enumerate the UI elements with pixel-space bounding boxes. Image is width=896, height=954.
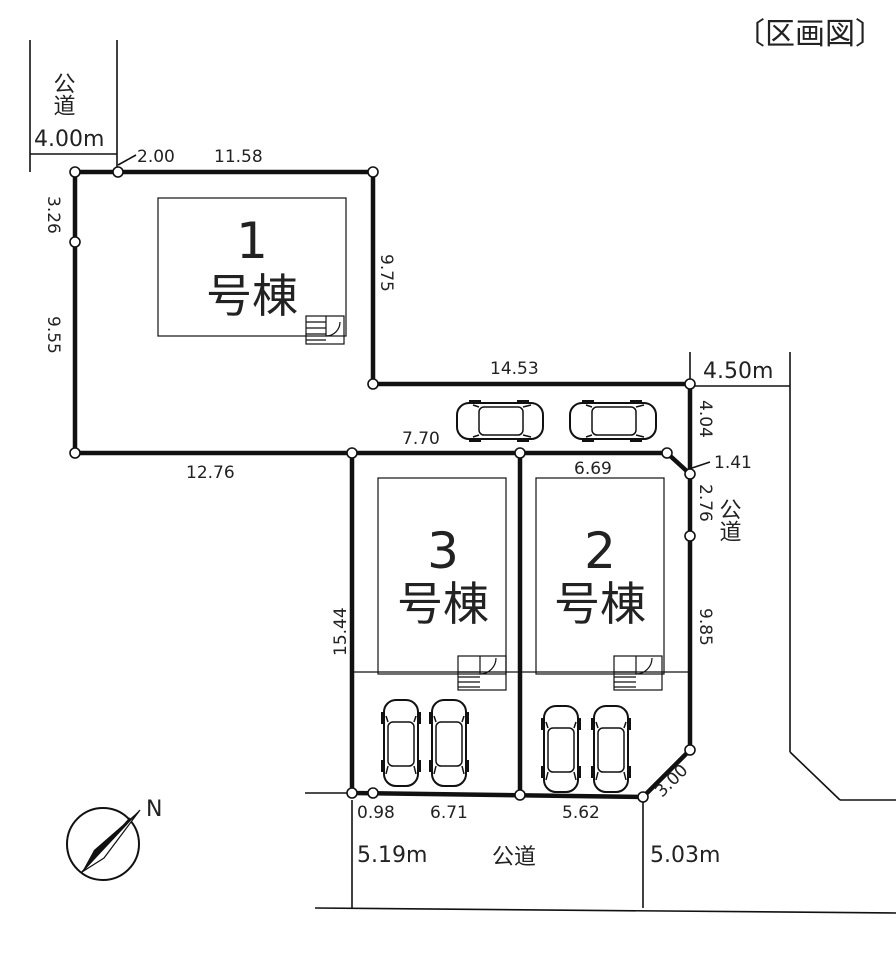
dim-lot2-bottom: 5.62 bbox=[562, 803, 600, 823]
road-width-bottom-right: 5.03m bbox=[650, 843, 720, 868]
dim-right-mid: 2.76 bbox=[695, 484, 715, 522]
dim-right-upper: 4.04 bbox=[695, 400, 715, 438]
dim-lot1-bottom: 12.76 bbox=[186, 463, 235, 483]
dim-lot3-bottom: 6.71 bbox=[430, 803, 468, 823]
car-icon bbox=[456, 399, 544, 443]
dim-access-top: 14.53 bbox=[490, 359, 539, 379]
road-width-right: 4.50m bbox=[703, 359, 773, 384]
dim-lot1-left-lower: 9.55 bbox=[43, 316, 63, 354]
entrance-icon bbox=[613, 655, 663, 691]
road-width-bottom-left: 5.19m bbox=[357, 843, 427, 868]
road-label-top-left: 公道 bbox=[50, 72, 76, 116]
building-1-name: 号棟 bbox=[206, 269, 298, 323]
building-3-name: 号棟 bbox=[397, 577, 489, 631]
leader-line bbox=[691, 461, 711, 469]
dim-lot3-top: 7.70 bbox=[402, 429, 440, 449]
building-1-number: 1 bbox=[236, 212, 268, 270]
svg-text:公道: 公道 bbox=[50, 72, 76, 116]
leader-line bbox=[117, 154, 137, 166]
car-icon bbox=[569, 399, 657, 443]
building-2-number: 2 bbox=[584, 522, 616, 580]
building-2-name: 号棟 bbox=[554, 577, 646, 631]
dim-bottom-short: 0.98 bbox=[357, 803, 395, 823]
survey-points bbox=[69, 166, 696, 803]
road-label-bottom: 公道 bbox=[492, 845, 536, 870]
dim-corner-cut-top: 1.41 bbox=[714, 453, 752, 473]
entrance-icon bbox=[457, 655, 507, 691]
compass-icon bbox=[66, 807, 141, 881]
building-3-number: 3 bbox=[427, 522, 459, 580]
dim-lot2-top: 6.69 bbox=[574, 459, 612, 479]
building-footprints bbox=[157, 197, 690, 675]
dim-right-lower: 9.85 bbox=[695, 608, 715, 646]
page-title: 〔区画図〕 bbox=[735, 17, 885, 52]
compass-north-label: N bbox=[146, 797, 162, 822]
car-icon bbox=[380, 699, 422, 787]
car-icon bbox=[590, 705, 632, 793]
dim-lot1-top-short: 2.00 bbox=[137, 147, 175, 167]
dim-lot1-right: 9.75 bbox=[376, 254, 396, 292]
dim-lot1-top: 11.58 bbox=[214, 147, 263, 167]
car-icon bbox=[540, 705, 582, 793]
dim-corner-cut-bottom: 3.00 bbox=[651, 761, 692, 802]
road-width-top-left: 4.00m bbox=[34, 127, 104, 152]
svg-text:公道: 公道 bbox=[716, 498, 742, 542]
road-edges bbox=[29, 40, 896, 914]
dim-lot3-left: 15.44 bbox=[331, 607, 351, 656]
car-icon bbox=[428, 699, 470, 787]
dim-lot1-left-upper: 3.26 bbox=[43, 196, 63, 234]
road-label-right: 公道 bbox=[716, 498, 742, 542]
entrance-icon bbox=[305, 315, 345, 345]
